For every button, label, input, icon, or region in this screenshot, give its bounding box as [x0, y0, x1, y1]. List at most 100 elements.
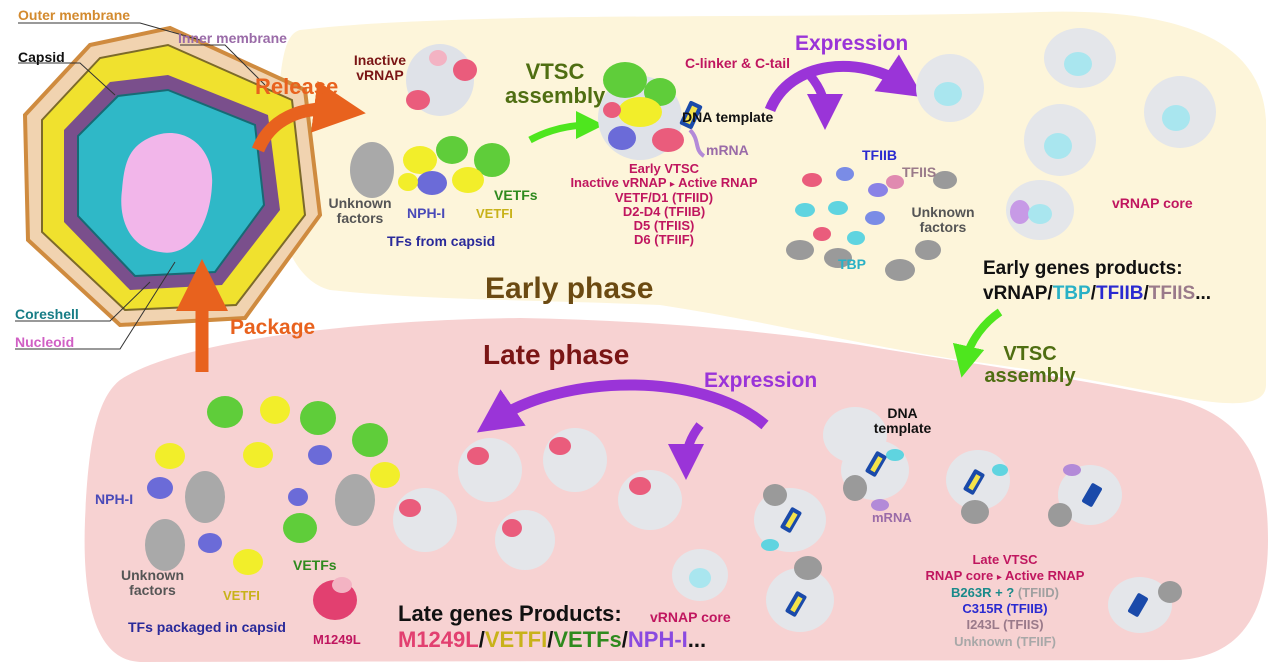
b263r-tf-text: (TFIID) [1017, 584, 1059, 600]
expression-arrow-early-branch [801, 66, 843, 130]
active-rnap-text: Active RNAP [678, 175, 758, 191]
late-vtsc-details: Late VTSC RNAP core ▸ Active RNAP B263R … [895, 552, 1115, 650]
tbp-label: TBP [838, 256, 866, 272]
tfs-packaged-label: TFs packaged in capsid [128, 619, 286, 635]
late-unknown-factors-label: Unknown factors [110, 567, 195, 599]
vtsc-early-line-2: assembly [505, 83, 606, 109]
late-products-list: M1249L/VETFI/VETFs/NPH-I... [398, 627, 707, 652]
rnap-core-text: RNAP core [925, 568, 994, 584]
early-molecules [350, 28, 1216, 281]
late-product-4: NPH-I [627, 627, 688, 652]
unknown-factors-line-1: Unknown [328, 195, 392, 211]
late-unknown-line-1: Unknown [121, 567, 184, 583]
i243l-text: I243L (TFIIS) [966, 617, 1044, 633]
late-product-1: M1249L [398, 627, 479, 652]
late-dna-line-1: DNA [887, 405, 918, 421]
late-nphi-label: NPH-I [95, 491, 134, 507]
late-dna-template-label: DNA template [865, 405, 940, 437]
late-molecules [145, 396, 1182, 633]
early-product-ellipsis: ... [1195, 283, 1212, 304]
unknown-tfiif-text: Unknown (TFIIF) [954, 633, 1056, 649]
tfiib-label: TFIIB [862, 147, 897, 163]
late-active-rnap-text: Active RNAP [1005, 568, 1085, 584]
early-product-4: TFIIS [1148, 283, 1196, 304]
activation-arrow-icon: ▸ [669, 179, 675, 191]
early-product-separator-1: / [1047, 283, 1053, 304]
late-expression-label: Expression [704, 369, 818, 392]
release-label: Release [255, 74, 339, 99]
late-product-3: VETFs [553, 627, 622, 652]
unknown-factors-2-line-1: Unknown [911, 204, 975, 220]
late-vtsc-title: Late VTSC [972, 552, 1038, 567]
expression-arrow-early [764, 54, 924, 113]
late-vetfs-label: VETFs [293, 557, 337, 573]
late-vetfi-label: VETFI [223, 588, 260, 603]
dna-template-label: DNA template [682, 109, 774, 125]
unknown-factors-line-2: factors [336, 210, 384, 227]
late-product-2: VETFI [484, 627, 548, 652]
coreshell-label: Coreshell [15, 306, 79, 322]
early-vetfs-label: VETFs [494, 187, 538, 203]
vtsc-assembly-arrow-transition [952, 308, 1003, 378]
early-product-3: TFIIB [1095, 283, 1144, 304]
vetf-d1-text: VETF/D1 (TFIID) [614, 189, 714, 205]
expression-arrow-late [476, 379, 769, 433]
d5-text: D5 (TFIIS) [633, 218, 695, 234]
late-vrnap-core-label: vRNAP core [650, 609, 731, 625]
inner-membrane-label: Inner membrane [178, 30, 287, 46]
outer-membrane-label: Outer membrane [18, 7, 131, 23]
early-product-1: vRNAP [983, 283, 1048, 304]
expression-arrow-late-branch [668, 422, 705, 480]
late-product-separator-1: / [478, 627, 485, 652]
c315r-text: C315R (TFIIB) [962, 601, 1048, 616]
early-phase-region [274, 11, 1266, 404]
unknown-factors-2-line-2: factors [919, 219, 967, 236]
inactive-vrnap-label: Inactive vRNAP [345, 52, 415, 84]
d6-text: D6 (TFIIF) [634, 232, 694, 248]
late-unknown-line-2: factors [129, 582, 176, 599]
b263r-text: B263R + ? [950, 584, 1015, 600]
vtsc-assembly-arrow-early [528, 111, 604, 144]
vtsc-transition-line-1: VTSC [1003, 343, 1057, 365]
late-mrna-label: mRNA [872, 510, 912, 525]
early-phase-title: Early phase [485, 272, 654, 305]
vtsc-early-line-1: VTSC [525, 59, 585, 84]
early-vtsc-title: Early VTSC [628, 161, 700, 176]
vtsc-assembly-early-label: VTSC assembly [505, 59, 606, 109]
b263r-line: B263R + ? (TFIID) [895, 585, 1115, 601]
vtsc-transition-line-2: assembly [984, 365, 1076, 387]
nucleoid-label: Nucleoid [15, 334, 75, 350]
early-vtsc-activation: Inactive vRNAP ▸ Active RNAP [544, 175, 784, 191]
tfs-from-capsid-label: TFs from capsid [387, 233, 496, 249]
unknown-factors-label: Unknown factors [325, 195, 395, 227]
early-vetfi-label: VETFI [476, 206, 513, 221]
package-label: Package [230, 316, 316, 339]
late-product-separator-2: / [547, 627, 554, 652]
late-phase-title: Late phase [483, 339, 630, 370]
early-product-separator-3: / [1143, 283, 1149, 304]
vtsc-assembly-transition-label: VTSC assembly [965, 343, 1095, 387]
m1249l-label: M1249L [313, 632, 361, 647]
late-activation-arrow-icon: ▸ [996, 572, 1002, 584]
release-arrow [251, 80, 366, 153]
inactive-vrnap-text: Inactive vRNAP [570, 175, 667, 191]
late-product-ellipsis: ... [687, 627, 707, 652]
virion-leader-lines [15, 22, 266, 350]
early-product-2: TBP [1052, 283, 1091, 304]
tfiis-label: TFIIS [902, 164, 937, 180]
virion-particle [22, 25, 323, 328]
early-nphi-label: NPH-I [407, 205, 446, 221]
unknown-factors-2-label: Unknown factors [903, 204, 983, 236]
inactive-vrnap-line-1: Inactive [353, 52, 407, 68]
early-products-list: vRNAP/TBP/TFIIB/TFIIS... [983, 283, 1212, 305]
early-products-title: Early genes products: [983, 258, 1183, 279]
late-products-title: Late genes Products: [398, 601, 622, 626]
capsid-label: Capsid [18, 49, 65, 65]
late-vtsc-activation: RNAP core ▸ Active RNAP [895, 568, 1115, 585]
early-mrna-label: mRNA [706, 142, 749, 158]
early-expression-label: Expression [795, 32, 909, 55]
early-vtsc-details: Early VTSC Inactive vRNAP ▸ Active RNAP … [544, 161, 784, 248]
late-dna-line-2: template [873, 420, 932, 437]
